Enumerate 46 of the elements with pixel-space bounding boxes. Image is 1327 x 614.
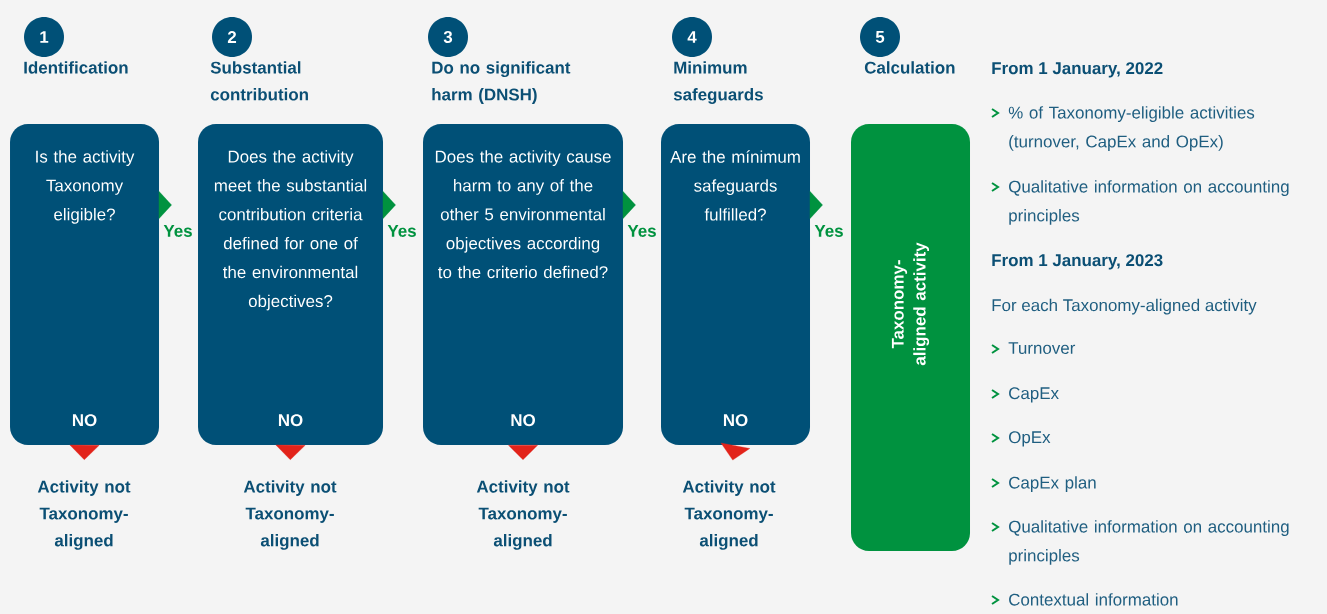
step-number: 1	[24, 17, 64, 57]
edge-label: Yes	[162, 224, 194, 238]
no-label: NO	[278, 414, 303, 427]
step-heading: Calculation	[864, 61, 955, 74]
list-text: For each Taxonomy-aligned activity	[992, 298, 1257, 315]
rotated-label: Taxonomy-aligned activity	[891, 242, 930, 366]
list-text: Turnover	[1008, 342, 1076, 354]
outcome-text: Activity not Taxonomy-aligned	[243, 480, 337, 550]
list-text: OpEx	[1009, 431, 1051, 447]
step-number: 3	[428, 17, 468, 57]
question-text: Does the activity cause harm to any of the other 5 environmental objectives according to the criterio defined?	[435, 150, 611, 279]
arrow	[508, 444, 538, 460]
list-text: CapEx	[1009, 387, 1059, 403]
edge-label: Yes	[813, 224, 845, 238]
list-text: Qualitative information on accounting principles	[1009, 180, 1289, 225]
outcome-text: Activity not Taxonomy-aligned	[682, 480, 776, 550]
arrow	[809, 191, 823, 219]
edge-label: Yes	[386, 224, 418, 238]
arrow	[69, 444, 100, 460]
no-label: NO	[72, 414, 97, 427]
list-text: CapEx plan	[1009, 476, 1096, 492]
question-text: Is the activity Taxonomy eligible?	[36, 150, 135, 224]
edge-label: Yes	[626, 224, 658, 238]
no-label: NO	[723, 414, 748, 427]
step-heading: Do no significant harm (DNSH)	[432, 61, 571, 104]
arrow	[622, 191, 636, 219]
list-text: Contextual information	[1009, 593, 1178, 606]
arrow	[720, 442, 750, 461]
outcome-text: Activity not Taxonomy-aligned	[476, 480, 570, 550]
step-heading: Minimum safeguards	[673, 61, 763, 104]
section-heading: From 1 January, 2023	[992, 254, 1163, 270]
arrow	[158, 191, 172, 219]
list-text: Qualitative information on accounting principles	[1009, 520, 1289, 565]
list-text: % of Taxonomy-eligible activities (turnover, CapEx and OpEx)	[1008, 106, 1255, 151]
arrow	[382, 191, 396, 219]
step-heading: Substantial contribution	[210, 61, 308, 101]
arrow	[275, 444, 306, 460]
question-text: Are the mínimum safeguards fulfilled?	[670, 150, 800, 221]
step-number: 5	[860, 17, 900, 57]
question-text: Does the activity meet the substantial contribution criteria defined for one of the environmental objectives?	[214, 150, 367, 311]
step-number: 4	[672, 17, 712, 57]
step-number: 2	[212, 17, 252, 57]
section-heading: From 1 January, 2022	[992, 62, 1163, 78]
no-label: NO	[511, 414, 535, 427]
step-heading: Identification	[24, 61, 128, 74]
outcome-text: Activity not Taxonomy-aligned	[37, 480, 131, 550]
